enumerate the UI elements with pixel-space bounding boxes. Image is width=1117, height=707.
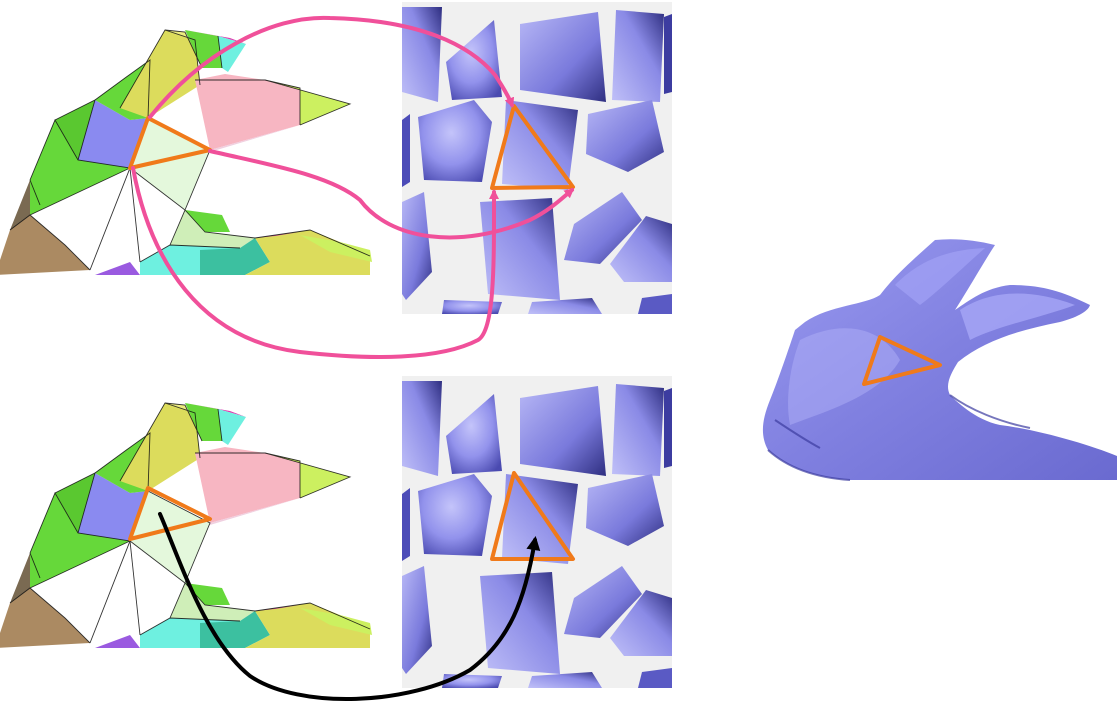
textured-bunny-model — [763, 239, 1117, 480]
texture-atlas-bottom — [402, 376, 672, 688]
texture-atlas-top — [402, 2, 672, 314]
segmented-mesh-top — [0, 30, 372, 275]
